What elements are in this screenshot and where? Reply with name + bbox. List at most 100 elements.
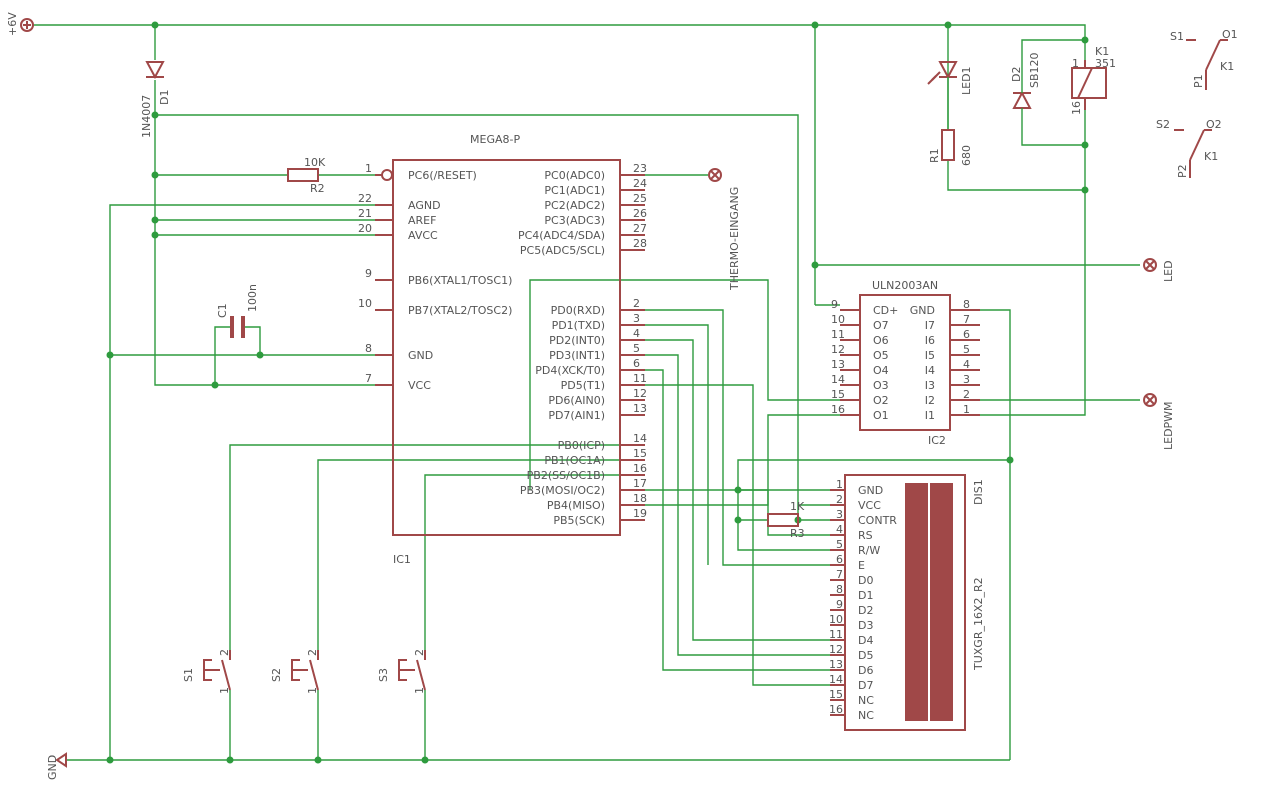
ic1-pin-number: 13 (633, 402, 647, 415)
resistor-r2: 10K R2 (287, 156, 326, 195)
ic2-pin-number: 2 (963, 388, 970, 401)
ic1-pin-label: PD6(AIN0) (548, 394, 605, 407)
dis1-pin-number: 16 (829, 703, 843, 716)
junctions (106, 21, 1089, 764)
ic1-pin-number: 26 (633, 207, 647, 220)
ic1-pin-label: PD1(TXD) (552, 319, 605, 332)
ic2-pin-label: O7 (873, 319, 889, 332)
ledpwm-connector: LEDPWM (1143, 393, 1175, 450)
ic1-pin-number: 15 (633, 447, 647, 460)
r2-value: 10K (304, 156, 326, 169)
ic1-pin-number: 12 (633, 387, 647, 400)
ic1-pin-number: 6 (633, 357, 640, 370)
s2-pin2: 2 (306, 649, 319, 656)
led1-name: LED1 (960, 66, 973, 95)
dis1-pin-2: 2 VCC (830, 493, 881, 512)
dis1-pin-number: 13 (829, 658, 843, 671)
ic2-pin-1: 1I1 (925, 403, 980, 422)
ic2-pin-4: 4I4 (925, 358, 980, 377)
ic1-pin-label: PD0(RXD) (551, 304, 605, 317)
ic2-pin-label: O6 (873, 334, 889, 347)
dis1-pin-label: E (858, 559, 865, 572)
ic2-pin-number: 8 (963, 298, 970, 311)
k1-name: K1 (1095, 45, 1109, 58)
ic1-pin-label: PB5(SCK) (553, 514, 605, 527)
relay-k1: K1 351 1 16 (1070, 45, 1116, 115)
ic1-mega8: MEGA8-P IC1 1PC6(/RESET)22AGND21AREF20AV… (358, 133, 647, 566)
dis1-pin-number: 14 (829, 673, 843, 686)
dis1-pin-number: 12 (829, 643, 843, 656)
ic1-pin-number: 19 (633, 507, 647, 520)
ic2-pin-6: 6I6 (925, 328, 980, 347)
ic2-pin-number: 16 (831, 403, 845, 416)
ic1-pin-number: 20 (358, 222, 372, 235)
ic1-pin-number: 9 (365, 267, 372, 280)
dis1-pin-label: GND (858, 484, 883, 497)
ic1-pin-label: PC1(ADC1) (544, 184, 605, 197)
ic2-pin-label: O2 (873, 394, 889, 407)
ic2-value: ULN2003AN (872, 279, 938, 292)
ic2-pin-number: 13 (831, 358, 845, 371)
s3-pin2: 2 (413, 649, 426, 656)
ic2-pin-number: 9 (831, 298, 838, 311)
dis1-pin-13: 13 D6 (829, 658, 873, 677)
ic1-pin-number: 16 (633, 462, 647, 475)
ic1-pin-label: PD3(INT1) (549, 349, 605, 362)
ic2-pin-5: 5I5 (925, 343, 980, 362)
dis1-pin-number: 2 (836, 493, 843, 506)
ic1-pin-label: PD4(XCK/T0) (535, 364, 605, 377)
ic1-pin-label: AVCC (408, 229, 438, 242)
lcd-screen-label: LCD DISPLAY 16x2 (952, 538, 965, 640)
contact2-s: S2 (1156, 118, 1170, 131)
ic2-pin-10: 10 O7 (831, 313, 889, 332)
ic2-pin-label: O4 (873, 364, 889, 377)
dis1-pin-label: NC (858, 694, 874, 707)
ic1-pin-number: 27 (633, 222, 647, 235)
ic2-pin-number: 14 (831, 373, 845, 386)
dis1-pin-label: VCC (858, 499, 881, 512)
dis1-pin-label: D1 (858, 589, 873, 602)
wires (33, 24, 1140, 761)
contact1-p: P1 (1192, 74, 1205, 88)
contact2-o: O2 (1206, 118, 1222, 131)
s1-name: S1 (182, 668, 195, 682)
dis1-name: DIS1 (972, 479, 985, 505)
dis1-pin-label: D5 (858, 649, 873, 662)
ic1-pin-label: PB6(XTAL1/TOSC1) (408, 274, 512, 287)
ic1-pin-number: 21 (358, 207, 372, 220)
ic1-pin-number: 3 (633, 312, 640, 325)
led-connector: LED (1143, 258, 1175, 282)
s3-name: S3 (377, 668, 390, 682)
ic2-pin-number: 10 (831, 313, 845, 326)
ic2-pin-number: 12 (831, 343, 845, 356)
dis1-pin-label: D6 (858, 664, 873, 677)
dis1-pin-label: D0 (858, 574, 873, 587)
ic2-pin-number: 5 (963, 343, 970, 356)
ic1-pin-number: 5 (633, 342, 640, 355)
ic2-pin-label: I1 (925, 409, 935, 422)
d1-value: 1N4007 (140, 95, 153, 138)
c1-value: 100n (246, 284, 259, 312)
ic1-pin-number: 4 (633, 327, 640, 340)
dis1-pin-label: CONTR (858, 514, 897, 527)
ic2-pin-2: 2I2 (925, 388, 980, 407)
ic2-pin-label: O1 (873, 409, 889, 422)
